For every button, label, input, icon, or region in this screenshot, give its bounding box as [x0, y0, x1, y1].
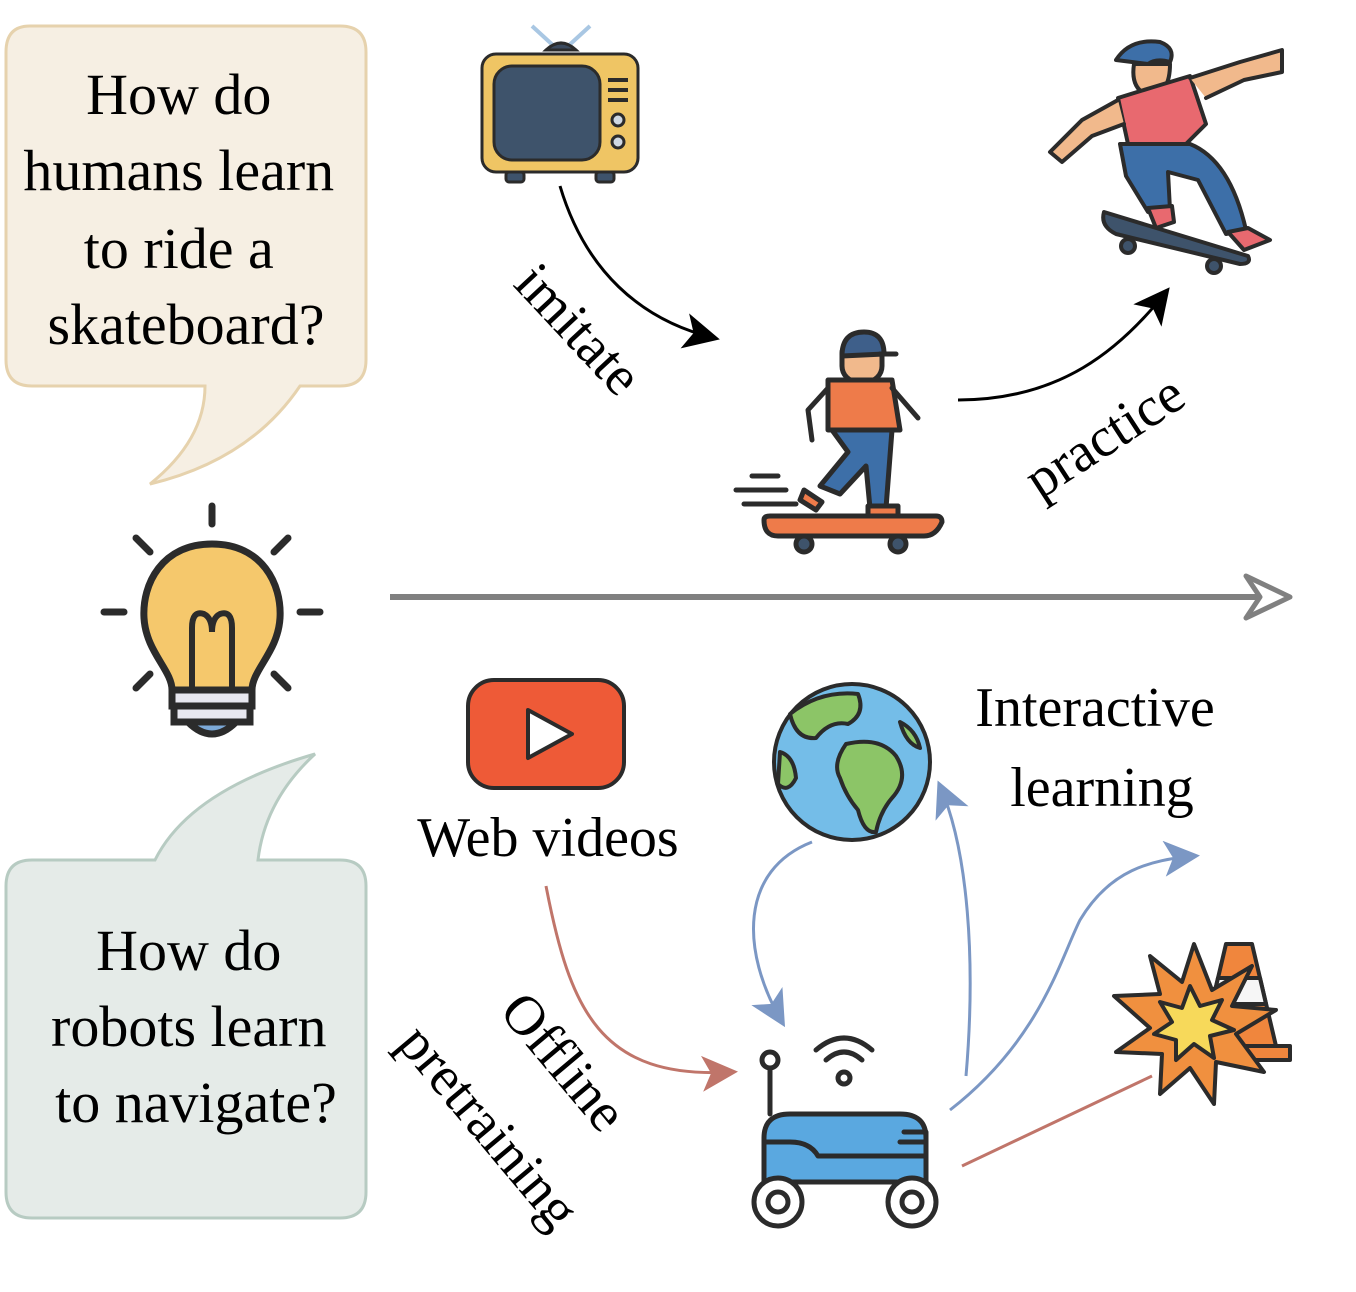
offline-pretraining-arrow — [544, 885, 738, 1092]
robot-to-future-arrow — [949, 840, 1200, 1112]
human-question-bubble: How do humans learn to ride a skateboard… — [4, 24, 368, 486]
robot-bubble-shape — [4, 752, 368, 1220]
globe-icon — [772, 682, 932, 842]
imitate-label: imitate — [502, 252, 653, 408]
human-bubble-shape — [4, 24, 368, 486]
robot-bubble-line: robots learn — [51, 994, 326, 1059]
globe-to-robot-arrow — [751, 840, 813, 1028]
interactive-label-line2: learning — [1010, 757, 1193, 819]
robot-to-globe-arrow — [935, 780, 972, 1077]
robot-vehicle-icon — [751, 1035, 939, 1229]
web-videos-label: Web videos — [417, 807, 678, 869]
robot-bubble-line: to navigate? — [55, 1070, 337, 1135]
robot-to-collision-line — [961, 1074, 1153, 1168]
interactive-label-line1: Interactive — [975, 677, 1214, 739]
human-bubble-line: humans learn — [23, 138, 334, 203]
imitate-arrow — [558, 185, 720, 349]
practice-arrow — [957, 287, 1170, 402]
skateboarder-beginner-icon — [733, 329, 945, 555]
human-bubble-line: skateboard? — [48, 292, 325, 357]
lightbulb-icon — [100, 502, 324, 738]
robot-question-bubble: How do robots learn to navigate? — [4, 752, 368, 1220]
robot-bubble-line: How do — [96, 918, 281, 983]
explosion-icon — [1112, 942, 1278, 1106]
robot-bubble-text: How do robots learn to navigate? — [51, 918, 341, 1135]
interactive-learning-label: Interactive learning — [975, 677, 1228, 819]
skateboarder-trick-icon — [1048, 39, 1284, 275]
practice-label: practice — [1013, 362, 1195, 511]
timeline-arrow — [390, 573, 1293, 621]
tv-icon — [480, 24, 640, 184]
human-bubble-line: to ride a — [84, 216, 274, 281]
human-bubble-line: How do — [86, 62, 271, 127]
human-bubble-text: How do humans learn to ride a skateboard… — [23, 62, 348, 357]
play-video-icon — [466, 678, 626, 790]
